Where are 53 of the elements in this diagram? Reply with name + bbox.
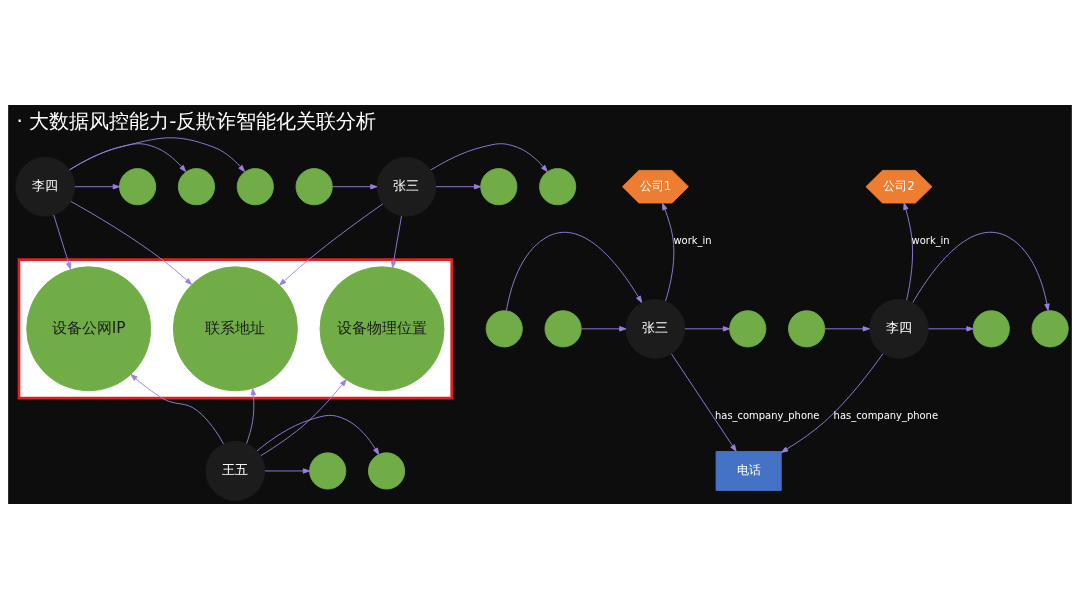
node-circle: 李四 [869, 298, 929, 359]
arrow [824, 325, 870, 331]
arrow [780, 352, 884, 453]
node-circle: 王五 [205, 440, 266, 501]
node-circle [788, 309, 826, 347]
node-circle: 张三 [625, 298, 686, 359]
arrow [53, 214, 72, 270]
arrow [332, 183, 378, 189]
arrow [74, 183, 120, 189]
node-box: 电话 [715, 450, 782, 491]
node-circle: 联系地址 [172, 265, 298, 391]
node-circle [485, 309, 523, 347]
edge-label: work_in [911, 234, 950, 246]
arrow [435, 183, 482, 189]
arrow [130, 373, 224, 444]
node-circle [119, 167, 157, 205]
node-circle: 设备公网IP [26, 265, 152, 391]
node-circle: 设备物理位置 [319, 265, 445, 391]
arrow [581, 325, 627, 331]
node-circle [309, 451, 347, 489]
node-circle [177, 167, 215, 205]
arrow [671, 352, 737, 452]
arrow [912, 231, 1050, 311]
arrow [264, 467, 311, 474]
arrow [506, 231, 643, 311]
node-circle [236, 167, 274, 205]
arrow [390, 215, 402, 268]
node-circle [480, 167, 518, 205]
edge-label: has_company_phone [715, 409, 820, 421]
diagram-title: · 大数据风控能力-反欺诈智能化关联分析 [16, 109, 377, 133]
node-circle: 李四 [15, 156, 76, 217]
node-circle [368, 451, 406, 489]
arrow [928, 325, 974, 331]
node-circle [295, 167, 333, 205]
node-circle [729, 309, 767, 347]
edge-label: work_in [673, 234, 712, 246]
arrow [279, 203, 384, 286]
node-circle [1031, 309, 1069, 347]
arrow [246, 387, 257, 444]
node-circle: 张三 [376, 156, 437, 217]
arrow [662, 202, 675, 301]
arrow [430, 142, 548, 172]
arrow [69, 142, 187, 172]
arrow [903, 202, 914, 301]
arrow [70, 200, 193, 285]
edge-label: has_company_phone [833, 409, 939, 421]
arrow [256, 414, 380, 455]
node-circle [544, 309, 582, 347]
node-circle [972, 309, 1010, 347]
node-circle [539, 167, 577, 205]
arrow [684, 325, 731, 331]
arrow [260, 378, 347, 456]
arrow [69, 136, 246, 172]
